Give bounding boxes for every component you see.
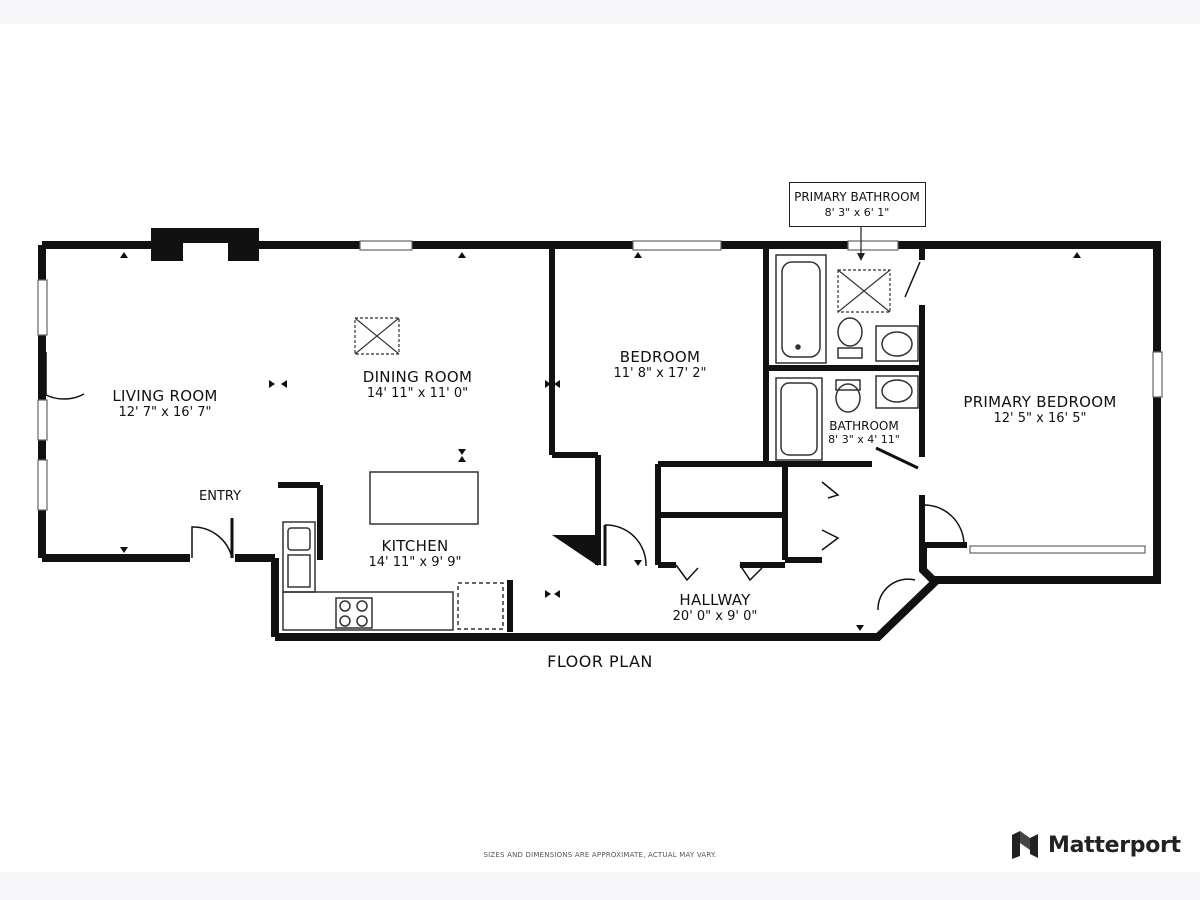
dining-room-name: DINING ROOM: [362, 368, 473, 386]
primary-bathroom-name: PRIMARY BATHROOM: [794, 190, 920, 204]
bedroom-label: BEDROOM 11' 8" x 17' 2": [595, 348, 725, 382]
dimension-ticks: [120, 252, 1081, 631]
matterport-logo-icon: [1012, 831, 1038, 859]
hallway-label: HALLWAY 20' 0" x 9' 0": [650, 591, 780, 625]
living-room-dims: 12' 7" x 16' 7": [118, 405, 212, 420]
doors: [45, 261, 965, 611]
bathroom-label: BATHROOM 8' 3" x 4' 11": [825, 419, 903, 447]
kitchen-fixtures: [282, 471, 504, 631]
skylight: [354, 269, 891, 355]
stair-triangle: [552, 535, 598, 566]
windows: [37, 240, 1163, 554]
callout-pointer: [857, 227, 865, 261]
bedroom-dims: 11' 8" x 17' 2": [613, 366, 707, 381]
bedroom-name: BEDROOM: [619, 348, 701, 366]
entry-label: ENTRY: [198, 489, 242, 504]
kitchen-label: KITCHEN 14' 11" x 9' 9": [350, 537, 480, 571]
kitchen-dims: 14' 11" x 9' 9": [368, 555, 462, 570]
primary-bedroom-dims: 12' 5" x 16' 5": [993, 411, 1087, 426]
hallway-name: HALLWAY: [679, 591, 751, 609]
kitchen-name: KITCHEN: [381, 537, 449, 555]
living-room-label: LIVING ROOM 12' 7" x 16' 7": [100, 387, 230, 421]
bathroom-fixtures: [775, 254, 919, 461]
primary-bedroom-label: PRIMARY BEDROOM 12' 5" x 16' 5": [950, 393, 1130, 427]
outer-walls: [38, 241, 1161, 641]
bathroom-name: BATHROOM: [829, 419, 899, 433]
bottom-band: [0, 872, 1200, 900]
brand-name: Matterport: [1048, 832, 1181, 858]
living-room-name: LIVING ROOM: [112, 387, 218, 405]
hallway-dims: 20' 0" x 9' 0": [672, 609, 758, 624]
disclaimer-text: SIZES AND DIMENSIONS ARE APPROXIMATE, AC…: [483, 851, 717, 859]
fireplace: [151, 228, 259, 261]
primary-bathroom-dims: 8' 3" x 6' 1": [824, 206, 890, 219]
bathroom-dims: 8' 3" x 4' 11": [828, 433, 900, 447]
top-band: [0, 0, 1200, 24]
primary-bathroom-callout: PRIMARY BATHROOM 8' 3" x 6' 1": [789, 182, 926, 227]
primary-bedroom-name: PRIMARY BEDROOM: [963, 393, 1117, 411]
dining-room-label: DINING ROOM 14' 11" x 11' 0": [345, 368, 490, 402]
brand-logo: Matterport: [1010, 830, 1181, 860]
dining-room-dims: 14' 11" x 11' 0": [366, 386, 469, 401]
floor-plan-title: FLOOR PLAN: [547, 652, 653, 671]
